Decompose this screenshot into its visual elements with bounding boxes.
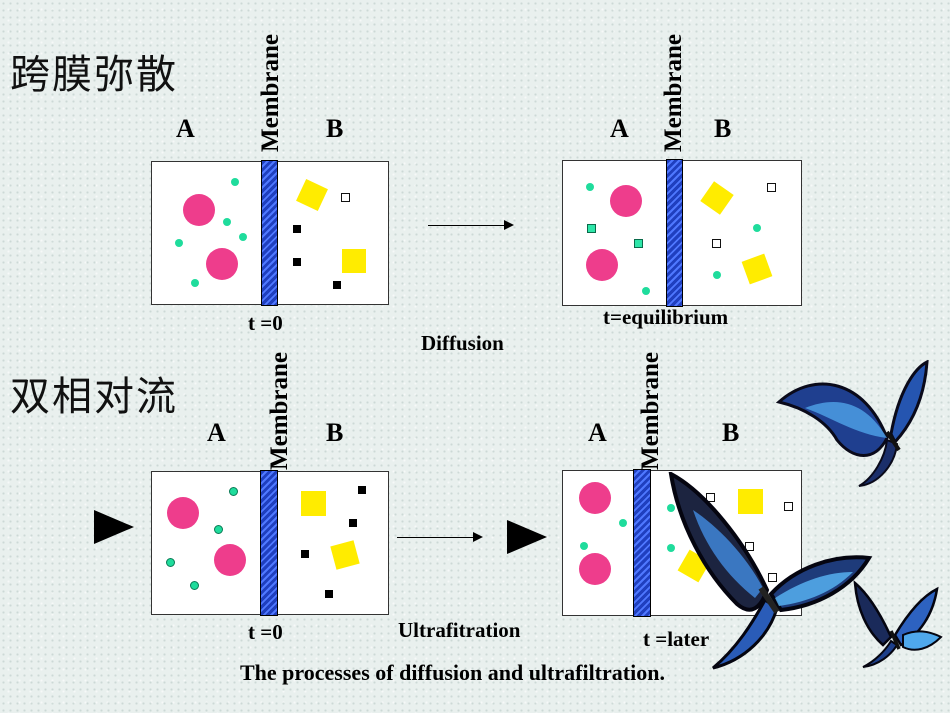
medium-solute <box>741 253 773 285</box>
black-solute <box>349 519 357 527</box>
black-solute <box>301 550 309 558</box>
hollow-solute <box>712 239 721 248</box>
large-solute <box>610 185 642 217</box>
side-b-label: B <box>326 114 344 143</box>
small-solute <box>753 224 761 232</box>
medium-solute <box>700 181 734 215</box>
membrane <box>666 159 683 307</box>
black-solute <box>358 486 366 494</box>
side-b-label: B <box>326 418 344 447</box>
chamber <box>562 159 802 307</box>
small-solute <box>229 487 238 496</box>
large-solute <box>579 482 611 514</box>
small-solute <box>713 271 721 279</box>
time-label: t =0 <box>248 311 283 335</box>
small-solute <box>619 519 627 527</box>
ultrafiltration-label: Ultrafitration <box>398 618 521 642</box>
side-b-label: B <box>722 418 740 447</box>
figure-caption: The processes of diffusion and ultrafilt… <box>240 660 665 685</box>
black-solute <box>293 258 301 266</box>
membrane <box>633 469 651 617</box>
crossed-solute <box>634 239 643 248</box>
side-b-label: B <box>714 114 732 143</box>
butterfly-icon <box>775 360 929 487</box>
small-solute <box>214 525 223 534</box>
black-solute <box>333 281 341 289</box>
small-solute <box>190 581 199 590</box>
heading-convection: 双相对流 <box>10 374 178 420</box>
hollow-solute <box>784 502 793 511</box>
medium-solute <box>296 179 328 211</box>
small-solute <box>586 183 594 191</box>
small-solute <box>191 279 199 287</box>
flow-direction-icon <box>507 520 547 554</box>
chamber <box>151 470 389 616</box>
large-solute <box>214 544 246 576</box>
medium-solute <box>342 249 366 273</box>
heading-diffusion: 跨膜弥散 <box>10 52 178 98</box>
small-solute <box>580 542 588 550</box>
large-solute <box>579 553 611 585</box>
butterfly-icon <box>668 472 873 670</box>
diffusion-label: Diffusion <box>421 331 504 355</box>
small-solute <box>231 178 239 186</box>
medium-solute <box>301 491 326 516</box>
medium-solute <box>330 540 360 570</box>
side-a-label: A <box>588 418 607 447</box>
membrane <box>261 160 278 306</box>
side-a-label: A <box>610 114 629 143</box>
time-label: t =later <box>643 627 710 651</box>
large-solute <box>586 249 618 281</box>
small-solute <box>223 218 231 226</box>
time-label: t =0 <box>248 620 283 644</box>
membrane-label: Membrane <box>637 351 664 470</box>
hollow-solute <box>341 193 350 202</box>
hollow-solute <box>767 183 776 192</box>
chamber <box>562 469 802 617</box>
black-solute <box>325 590 333 598</box>
side-a-label: A <box>176 114 195 143</box>
black-solute <box>293 225 301 233</box>
small-solute <box>175 239 183 247</box>
small-solute <box>239 233 247 241</box>
medium-solute <box>738 489 763 514</box>
membrane-label: Membrane <box>660 33 687 152</box>
time-label: t=equilibrium <box>603 305 729 329</box>
hollow-solute <box>706 493 715 502</box>
membrane-label: Membrane <box>266 351 293 470</box>
hollow-solute <box>768 573 777 582</box>
small-solute <box>667 504 675 512</box>
small-solute <box>166 558 175 567</box>
small-solute <box>667 544 675 552</box>
membrane-label: Membrane <box>257 33 284 152</box>
side-a-label: A <box>207 418 226 447</box>
large-solute <box>167 497 199 529</box>
butterfly-icon <box>853 580 943 668</box>
large-solute <box>183 194 215 226</box>
small-solute <box>642 287 650 295</box>
hollow-solute <box>745 542 754 551</box>
chamber <box>151 160 389 306</box>
flow-direction-icon <box>94 510 134 544</box>
membrane <box>260 470 278 616</box>
large-solute <box>206 248 238 280</box>
crossed-solute <box>587 224 596 233</box>
